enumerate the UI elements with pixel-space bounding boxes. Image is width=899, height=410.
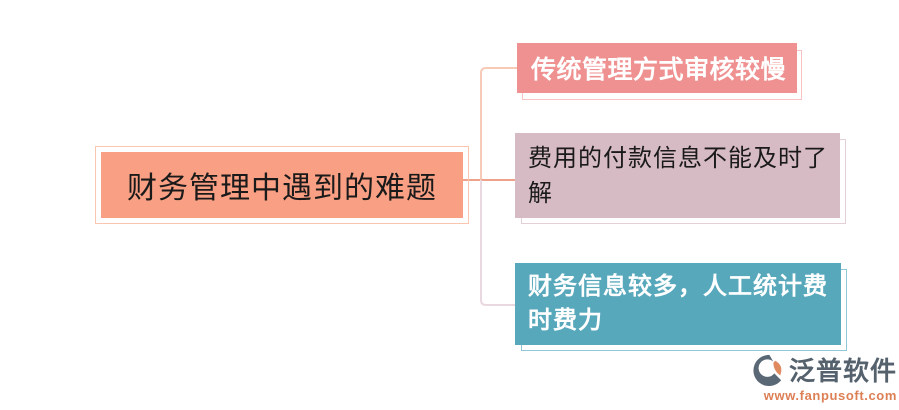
brand-url: www.fanpusoft.com bbox=[763, 388, 897, 403]
brand-logo-icon bbox=[753, 354, 782, 387]
brand-watermark: 泛普软件 www.fanpusoft.com bbox=[750, 353, 897, 402]
brand-name: 泛普软件 bbox=[788, 355, 897, 386]
connector-branch-top bbox=[480, 67, 517, 180]
branch-node-label: 传统管理方式审核较慢 bbox=[531, 56, 787, 84]
root-node[interactable]: 财务管理中遇到的难题 bbox=[101, 152, 463, 218]
root-node-outline bbox=[95, 146, 469, 224]
branch-node-label: 财务信息较多，人工统计费时费力 bbox=[528, 273, 828, 334]
branch-node-payment-info[interactable]: 费用的付款信息不能及时了解 bbox=[515, 133, 840, 218]
branch-node-traditional-review[interactable]: 传统管理方式审核较慢 bbox=[517, 43, 797, 93]
connector-branch-bottom bbox=[480, 180, 517, 306]
branch-node-label: 费用的付款信息不能及时了解 bbox=[528, 144, 828, 207]
root-node-label: 财务管理中遇到的难题 bbox=[127, 172, 437, 205]
brand-row: 泛普软件 bbox=[750, 353, 897, 388]
branch-node-manual-stats[interactable]: 财务信息较多，人工统计费时费力 bbox=[515, 263, 841, 345]
